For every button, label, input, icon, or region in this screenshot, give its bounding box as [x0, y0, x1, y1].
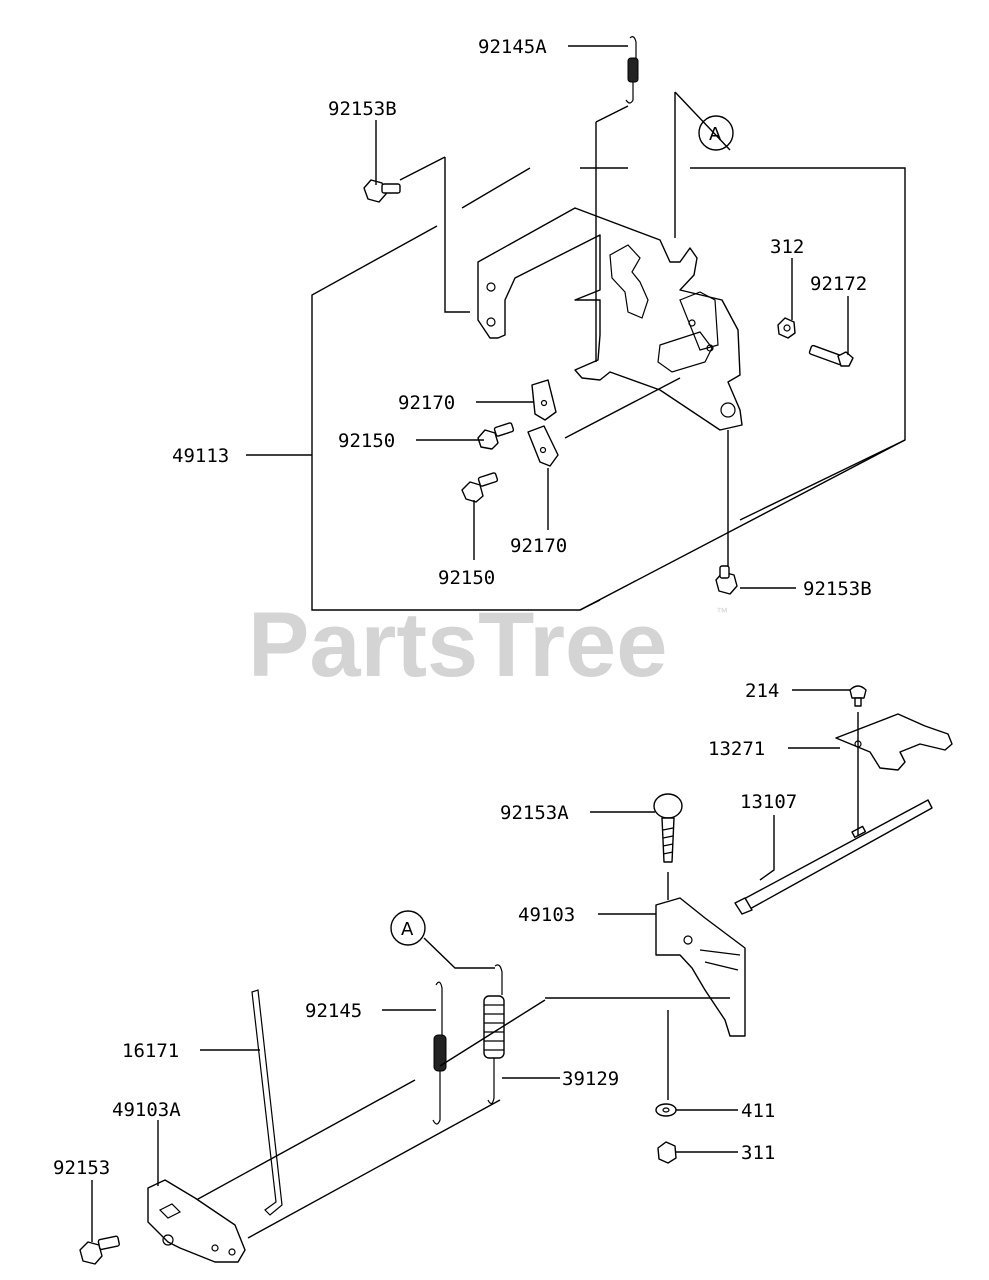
- lever-49103: [655, 897, 746, 1100]
- label-13271: 13271: [708, 738, 765, 760]
- label-312: 312: [770, 236, 804, 258]
- link-rod: [177, 997, 730, 1239]
- label-92150-a: 92150: [338, 430, 395, 452]
- spring-92145A: [595, 36, 639, 362]
- spring-39129: [483, 964, 505, 1105]
- bolt-92153B-bottom: [715, 430, 738, 595]
- label-214: 214: [745, 680, 779, 702]
- plate-13271: [835, 713, 953, 771]
- bolt-92172: [808, 344, 854, 367]
- label-92172: 92172: [810, 273, 867, 295]
- label-411: 411: [741, 1100, 775, 1122]
- shaft-13107: [734, 712, 933, 915]
- spring-92145: [432, 981, 447, 1125]
- label-92153: 92153: [53, 1157, 110, 1179]
- label-49103A: 49103A: [112, 1099, 181, 1121]
- label-92153B-top: 92153B: [328, 98, 397, 120]
- nut-311: [657, 1141, 677, 1164]
- label-16171: 16171: [122, 1040, 179, 1062]
- label-13107: 13107: [740, 791, 797, 813]
- label-49113: 49113: [172, 445, 229, 467]
- bolt-92150-b: [461, 472, 499, 503]
- leader-lines: [91, 45, 850, 1242]
- label-311: 311: [741, 1142, 775, 1164]
- callout-a-top: A: [674, 91, 734, 238]
- label-92153B-bottom: 92153B: [803, 578, 872, 600]
- bolt-92150-a: [477, 422, 515, 450]
- lever-49103A: [147, 1179, 246, 1263]
- bolt-92153: [79, 1235, 120, 1265]
- svg-text:A: A: [401, 919, 414, 940]
- rod-16171: [251, 989, 283, 1216]
- label-92150-b: 92150: [438, 567, 495, 589]
- clip-92170-a: [531, 379, 557, 421]
- watermark-trademark: ™: [716, 605, 728, 619]
- washer-411: [655, 1103, 677, 1117]
- control-bracket: [477, 207, 743, 431]
- bolt-92153B-top: [363, 179, 401, 203]
- clip-92170-b: [527, 377, 681, 467]
- label-92145: 92145: [305, 1000, 362, 1022]
- assembly-outline-49113: [311, 156, 906, 611]
- bolt-92153A: [653, 793, 683, 900]
- watermark: PartsTree: [248, 594, 667, 696]
- label-39129: 39129: [562, 1068, 619, 1090]
- label-92170-a: 92170: [398, 392, 455, 414]
- label-92170-b: 92170: [510, 535, 567, 557]
- callout-a-bottom: A: [390, 910, 495, 969]
- label-92153A: 92153A: [500, 802, 569, 824]
- label-92145A: 92145A: [478, 36, 547, 58]
- screw-214: [849, 685, 867, 707]
- nut-312: [777, 317, 796, 339]
- label-49103: 49103: [518, 904, 575, 926]
